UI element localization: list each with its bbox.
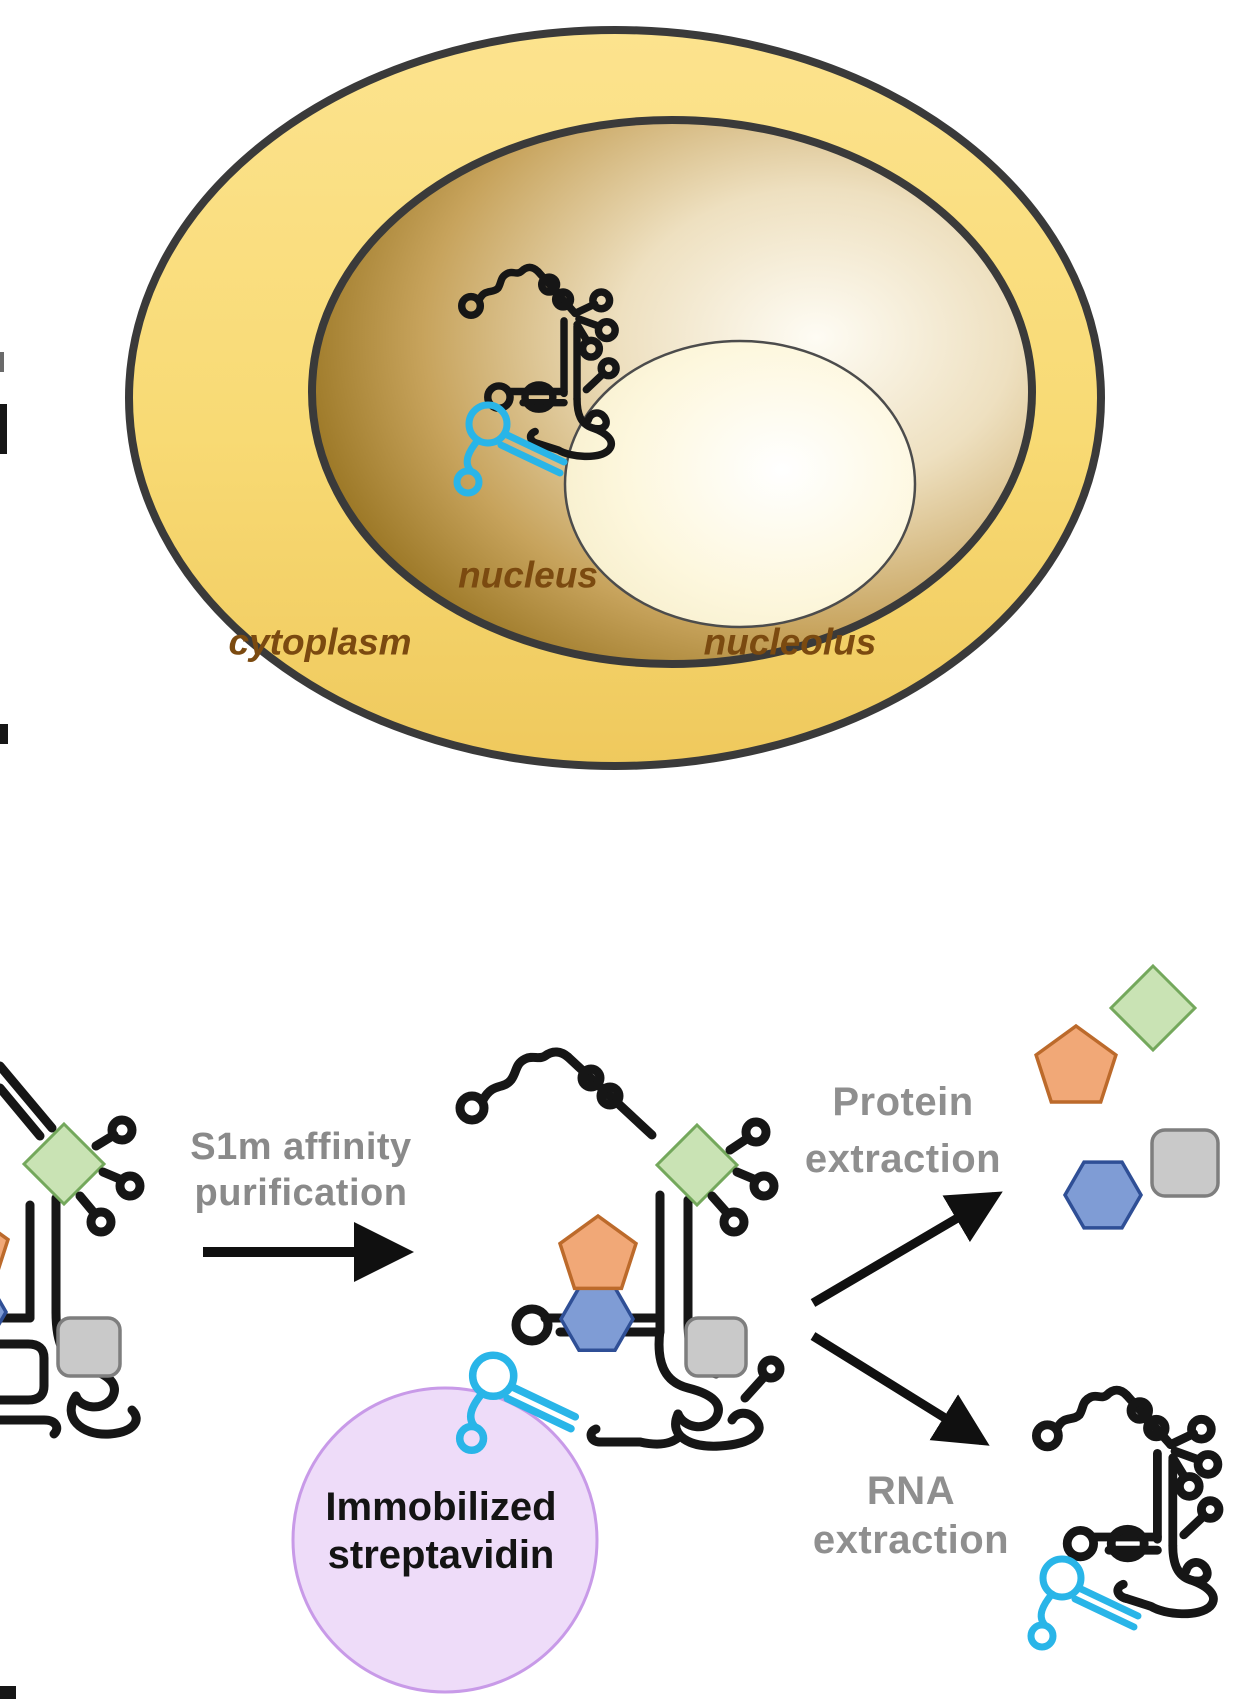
protein-diamond-icon — [1108, 963, 1198, 1053]
protein-hexagon-icon — [1062, 1160, 1144, 1230]
extracted-proteins — [1034, 963, 1220, 1230]
protein-extraction-label-line2: extraction — [804, 1137, 1002, 1181]
protein-hexagon-icon — [558, 1286, 636, 1352]
cell-diagram — [125, 26, 1105, 770]
protein-extraction-arrow — [810, 1191, 1003, 1307]
protein-diamond-icon — [654, 1122, 740, 1208]
streptavidin-label-line2: streptavidin — [327, 1533, 555, 1577]
streptavidin-label-line1: Immobilized — [325, 1485, 557, 1529]
rna-extraction-label-line1: RNA — [866, 1469, 956, 1513]
protein-square-icon — [1150, 1128, 1220, 1198]
streptavidin-bead — [291, 1386, 599, 1694]
left-edge-fragments — [0, 352, 16, 1699]
protein-square-icon — [56, 1316, 122, 1378]
protein-hexagon-icon — [0, 1298, 9, 1326]
left-rnp-complex — [0, 1061, 145, 1439]
purification-label-line2: purification — [194, 1172, 408, 1214]
purification-label-line1: S1m affinity — [190, 1126, 412, 1168]
nucleolus-shape — [563, 339, 917, 629]
protein-extraction-label-line1: Protein — [832, 1080, 974, 1124]
protein-square-icon — [684, 1316, 748, 1378]
protein-pentagon-icon — [1034, 1023, 1118, 1104]
captured-rnp-complex — [455, 1047, 785, 1450]
s1m-tag-icon — [1031, 1559, 1138, 1647]
nucleolus-label: nucleolus — [703, 621, 877, 663]
extracted-rna — [1031, 1390, 1219, 1647]
nucleus-label: nucleus — [458, 554, 598, 596]
rna-extraction-arrow — [810, 1332, 990, 1446]
protein-pentagon-icon — [557, 1213, 639, 1291]
rna-structure — [1036, 1390, 1219, 1614]
protein-pentagon-icon — [0, 1231, 11, 1271]
protein-diamond-icon — [21, 1121, 107, 1207]
rna-extraction-label-line2: extraction — [812, 1518, 1010, 1562]
cytoplasm-label: cytoplasm — [228, 621, 412, 663]
